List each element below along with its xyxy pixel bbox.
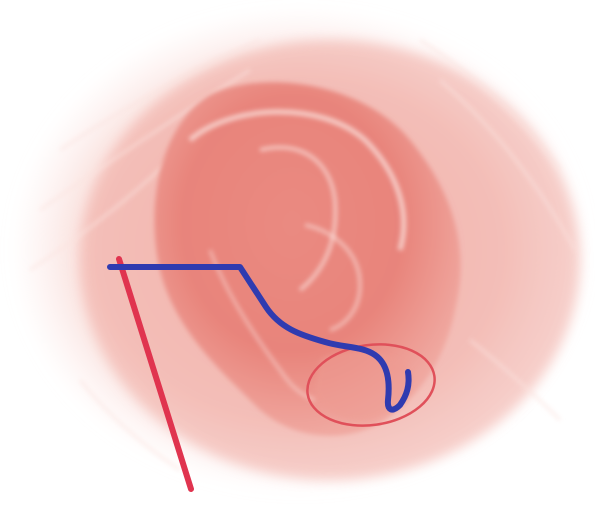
- ear-illustration: [0, 0, 595, 506]
